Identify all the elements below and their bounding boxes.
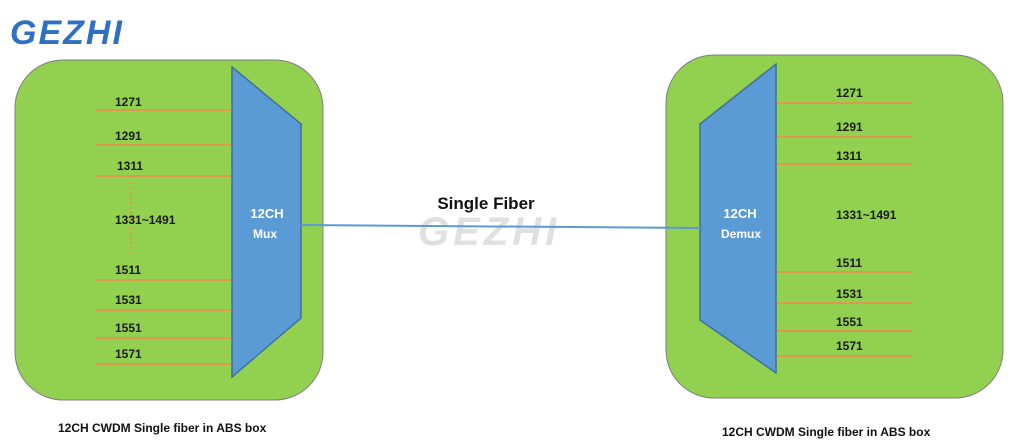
demux-channel-lines (776, 102, 912, 357)
mux-channel-label: 1271 (115, 95, 142, 109)
demux-channel-label: 1571 (836, 339, 863, 353)
demux-channel-label: 1531 (836, 287, 863, 301)
mux-channel-labels: 1271 1291 1311 1331~1491 1511 1531 1551 … (115, 95, 176, 361)
mux-device-title: 12CH (250, 206, 283, 221)
demux-channel-label: 1291 (836, 120, 863, 134)
mux-channel-label: 1291 (115, 129, 142, 143)
mux-channel-label: 1551 (115, 321, 142, 335)
mux-caption: 12CH CWDM Single fiber in ABS box (58, 421, 267, 435)
demux-caption: 12CH CWDM Single fiber in ABS box (722, 425, 931, 439)
mux-device (231, 65, 302, 379)
mux-channel-lines (95, 109, 232, 365)
mux-device-subtitle: Mux (253, 227, 277, 241)
demux-device-subtitle: Demux (721, 227, 761, 241)
mux-channel-label: 1311 (117, 159, 143, 173)
gezhi-logo: GEZHI (10, 14, 124, 52)
mux-channel-label: 1571 (115, 347, 142, 361)
gezhi-watermark: GEZHI (418, 210, 560, 254)
demux-channel-label: 1331~1491 (836, 208, 897, 222)
demux-device (699, 62, 777, 375)
mux-channel-label: 1331~1491 (115, 213, 176, 227)
single-fiber-label: Single Fiber (437, 194, 535, 213)
single-fiber-line (300, 224, 701, 229)
demux-channel-label: 1511 (836, 256, 862, 270)
mux-channel-label: 1511 (115, 263, 141, 277)
demux-channel-label: 1551 (836, 315, 863, 329)
demux-channel-labels: 1271 1291 1311 1331~1491 1511 1531 1551 … (836, 86, 897, 353)
demux-channel-label: 1271 (836, 86, 863, 100)
demux-channel-label: 1311 (836, 149, 862, 163)
demux-device-title: 12CH (723, 206, 756, 221)
mux-channel-label: 1531 (115, 293, 142, 307)
